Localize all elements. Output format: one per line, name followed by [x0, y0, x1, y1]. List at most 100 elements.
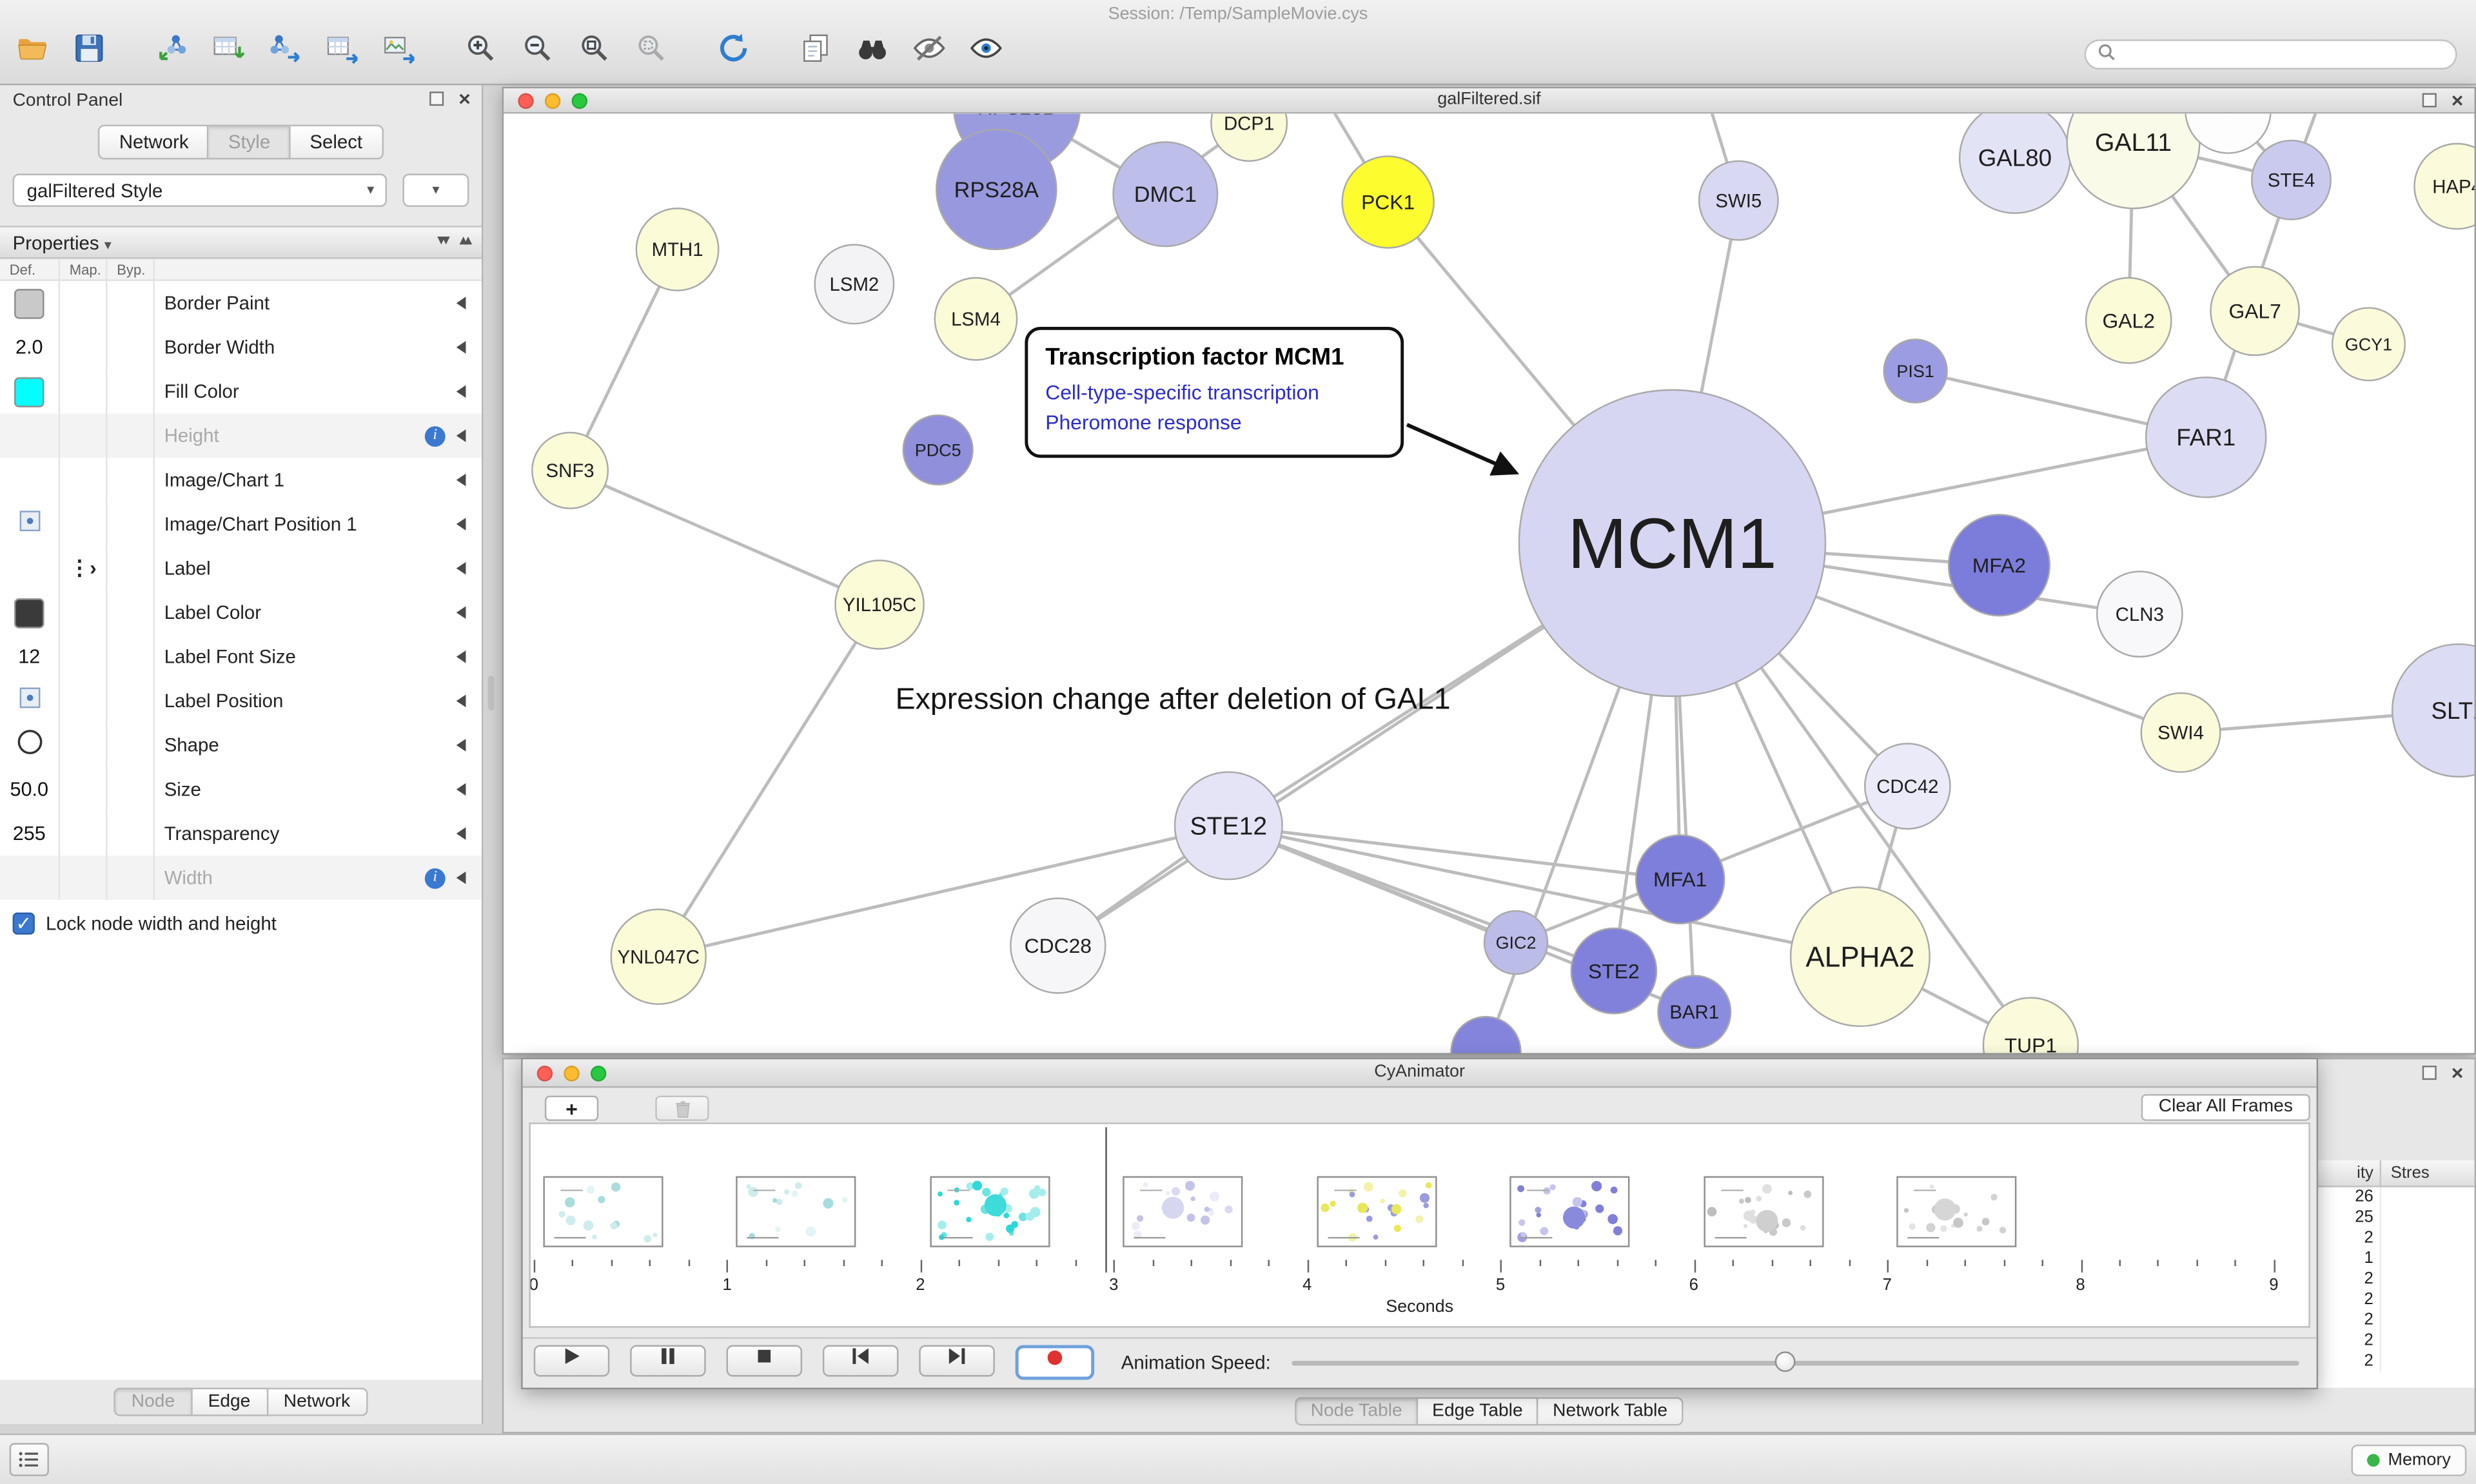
network-node-MTH1[interactable]: MTH1	[635, 208, 720, 291]
network-node-GIC2[interactable]: GIC2	[1483, 910, 1549, 975]
record-button[interactable]	[1015, 1344, 1095, 1380]
close-panel-icon[interactable]: ×	[458, 86, 471, 111]
network-node-GAL7[interactable]: GAL7	[2210, 266, 2300, 356]
network-node-CDC42[interactable]: CDC42	[1864, 743, 1951, 830]
tab-node[interactable]: Node	[113, 1387, 193, 1416]
style-options-button[interactable]: ▾	[402, 173, 469, 207]
network-node-CLN3[interactable]: CLN3	[2096, 571, 2183, 658]
property-row-fill-color[interactable]: Fill Color	[0, 369, 482, 414]
column-header-centrality[interactable]: ity	[2315, 1160, 2382, 1186]
column-header-stress[interactable]: Stres	[2390, 1163, 2430, 1183]
table-row[interactable]: 2	[2315, 1351, 2474, 1372]
network-edge-yil105c-ynl047c[interactable]	[657, 603, 881, 958]
table-row[interactable]: 1	[2315, 1249, 2474, 1269]
frame-thumbnail-0[interactable]	[543, 1176, 663, 1247]
network-edge-dcp1-lsm4[interactable]	[975, 122, 1250, 320]
network-node-SWI4[interactable]: SWI4	[2140, 692, 2221, 773]
show-all-button[interactable]	[967, 33, 1005, 71]
play-button[interactable]	[533, 1344, 610, 1376]
tab-network-table[interactable]: Network Table	[1538, 1397, 1684, 1426]
tab-style[interactable]: Style	[209, 124, 291, 160]
table-row[interactable]: 2	[2315, 1310, 2474, 1331]
network-node-MCM1[interactable]: MCM1	[1518, 389, 1827, 698]
tab-node-table[interactable]: Node Table	[1295, 1397, 1419, 1426]
property-row-border-paint[interactable]: Border Paint	[0, 280, 482, 326]
float-panel-icon[interactable]	[430, 92, 445, 106]
table-row[interactable]: 26	[2315, 1187, 2474, 1208]
panel-splitter[interactable]	[487, 676, 495, 711]
frame-thumbnail-7[interactable]	[1896, 1176, 2017, 1247]
default-value-swatch[interactable]	[14, 597, 44, 628]
network-node-STE4[interactable]: STE4	[2251, 139, 2332, 220]
frame-thumbnail-3[interactable]	[1123, 1176, 1244, 1247]
network-node-MFA1[interactable]: MFA1	[1635, 834, 1725, 924]
close-panel-icon[interactable]: ×	[2451, 1060, 2464, 1085]
network-node-GAL2[interactable]: GAL2	[2085, 277, 2172, 364]
network-node-CDC28[interactable]: CDC28	[1010, 897, 1106, 994]
lock-size-checkbox[interactable]: ✓	[12, 912, 35, 935]
network-node-SNF3[interactable]: SNF3	[531, 431, 609, 509]
network-edge-ste12-mfa1[interactable]	[1228, 824, 1681, 881]
tab-select[interactable]: Select	[291, 124, 383, 160]
network-node-LSM4[interactable]: LSM4	[934, 277, 1018, 361]
canvas-text-label[interactable]: Expression change after deletion of GAL1	[896, 682, 1451, 716]
add-frame-button[interactable]: +	[544, 1095, 599, 1121]
pause-button[interactable]	[630, 1344, 706, 1376]
network-node-PDC5[interactable]: PDC5	[902, 414, 974, 486]
network-canvas[interactable]: RPS28BDCP1RPS28ADMC1PCK1SWI5GAL80GAL11ST…	[504, 113, 2475, 1053]
property-row-image-chart-1[interactable]: Image/Chart 1	[0, 458, 482, 502]
refresh-view-button[interactable]	[714, 33, 752, 71]
collapse-all-icon[interactable]: ▴▴	[459, 232, 473, 249]
import-table-button[interactable]	[208, 33, 246, 71]
network-node-GAL11[interactable]: GAL11	[2066, 113, 2201, 210]
frame-thumbnail-6[interactable]	[1703, 1176, 1823, 1247]
timeline-cursor[interactable]	[1106, 1127, 1108, 1273]
table-row[interactable]: 2	[2315, 1228, 2474, 1249]
tab-network[interactable]: Network	[268, 1387, 368, 1416]
open-session-button[interactable]	[13, 33, 51, 71]
expand-all-icon[interactable]: ▾▾	[437, 232, 450, 249]
tab-edge[interactable]: Edge	[192, 1387, 268, 1416]
previous-frame-button[interactable]	[822, 1344, 899, 1376]
property-row-label-color[interactable]: Label Color	[0, 590, 482, 635]
network-node-BAR1[interactable]: BAR1	[1657, 975, 1732, 1050]
delete-frame-button[interactable]	[655, 1095, 709, 1121]
clear-all-frames-button[interactable]: Clear All Frames	[2141, 1094, 2310, 1121]
property-row-shape[interactable]: Shape	[0, 723, 482, 768]
default-value-swatch[interactable]	[14, 288, 44, 318]
network-node-SWI5[interactable]: SWI5	[1698, 160, 1779, 241]
float-panel-icon[interactable]	[2422, 93, 2437, 108]
annotation-link-2[interactable]: Pheromone response	[1045, 410, 1242, 434]
network-edge-snf3-yil105c[interactable]	[569, 469, 881, 607]
network-node-GCY1[interactable]: GCY1	[2331, 307, 2406, 382]
float-panel-icon[interactable]	[2422, 1066, 2437, 1080]
network-node-DCP1[interactable]: DCP1	[1210, 113, 1288, 162]
search-input[interactable]	[2122, 44, 2445, 64]
next-frame-button[interactable]	[919, 1344, 995, 1376]
save-session-button[interactable]	[70, 33, 108, 71]
property-row-label[interactable]: ⋮›Label	[0, 546, 482, 591]
network-node-YNL047C[interactable]: YNL047C	[610, 908, 707, 1005]
traffic-light-zoom[interactable]	[590, 1066, 607, 1082]
network-node-STE12[interactable]: STE12	[1174, 771, 1283, 881]
traffic-light-zoom[interactable]	[571, 93, 588, 109]
close-panel-icon[interactable]: ×	[2451, 88, 2464, 112]
hide-selected-button[interactable]	[910, 33, 948, 71]
network-node-FAR1[interactable]: FAR1	[2145, 376, 2267, 498]
slider-knob[interactable]	[1775, 1351, 1796, 1371]
network-node-YIL105C[interactable]: YIL105C	[834, 560, 925, 650]
network-node-PCK1[interactable]: PCK1	[1341, 155, 1435, 249]
network-edge-ynl047c-ste12[interactable]	[658, 824, 1229, 959]
network-node-GAL80[interactable]: GAL80	[1958, 113, 2071, 214]
frame-thumbnail-2[interactable]	[930, 1176, 1050, 1247]
table-row[interactable]: 2	[2315, 1269, 2474, 1290]
network-node-STE2[interactable]: STE2	[1570, 927, 1658, 1015]
network-node-bluebot[interactable]	[1450, 1015, 1522, 1053]
zoom-out-button[interactable]	[518, 33, 556, 71]
table-row[interactable]: 2	[2315, 1289, 2474, 1311]
style-combo[interactable]: galFiltered Style ▾	[12, 173, 388, 207]
